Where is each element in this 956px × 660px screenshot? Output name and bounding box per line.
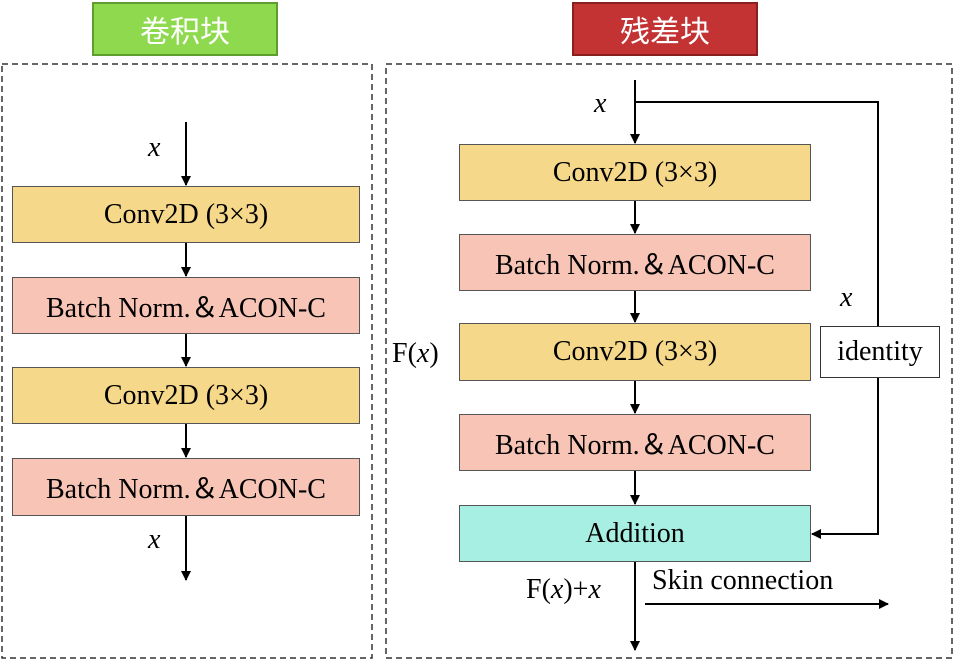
residual-block-layer-2: Batch Norm.＆ACON-C bbox=[459, 234, 811, 291]
residual-block-layer-1: Conv2D (3×3) bbox=[459, 144, 811, 201]
skip-path bbox=[635, 101, 879, 539]
conv-block-layer-2: Batch Norm.＆ACON-C bbox=[12, 277, 360, 334]
conv-block-output-label: x bbox=[148, 524, 161, 555]
skin-connection-label: Skin connection bbox=[652, 565, 834, 596]
residual-block-arrows bbox=[630, 80, 889, 651]
skip-x-label: x bbox=[840, 282, 853, 313]
residual-block-frame bbox=[385, 63, 953, 659]
conv-block-layer-4: Batch Norm.＆ACON-C bbox=[12, 458, 360, 516]
fx-label: F(x) bbox=[392, 338, 439, 369]
output-fx-plus-x-label: F(x)+x bbox=[526, 574, 601, 605]
residual-block-layer-3: Conv2D (3×3) bbox=[459, 323, 811, 381]
addition-box: Addition bbox=[459, 505, 811, 562]
conv-block-layer-1: Conv2D (3×3) bbox=[12, 186, 360, 243]
conv-block-frame bbox=[1, 63, 373, 659]
residual-block-layer-4: Batch Norm.＆ACON-C bbox=[459, 414, 811, 471]
conv-block-input-label: x bbox=[148, 132, 161, 163]
residual-block-input-label: x bbox=[594, 88, 607, 119]
conv-block-title: 卷积块 bbox=[92, 2, 278, 56]
conv-block-layer-3: Conv2D (3×3) bbox=[12, 367, 360, 424]
identity-box: identity bbox=[820, 326, 940, 378]
residual-block-title: 残差块 bbox=[572, 2, 758, 56]
